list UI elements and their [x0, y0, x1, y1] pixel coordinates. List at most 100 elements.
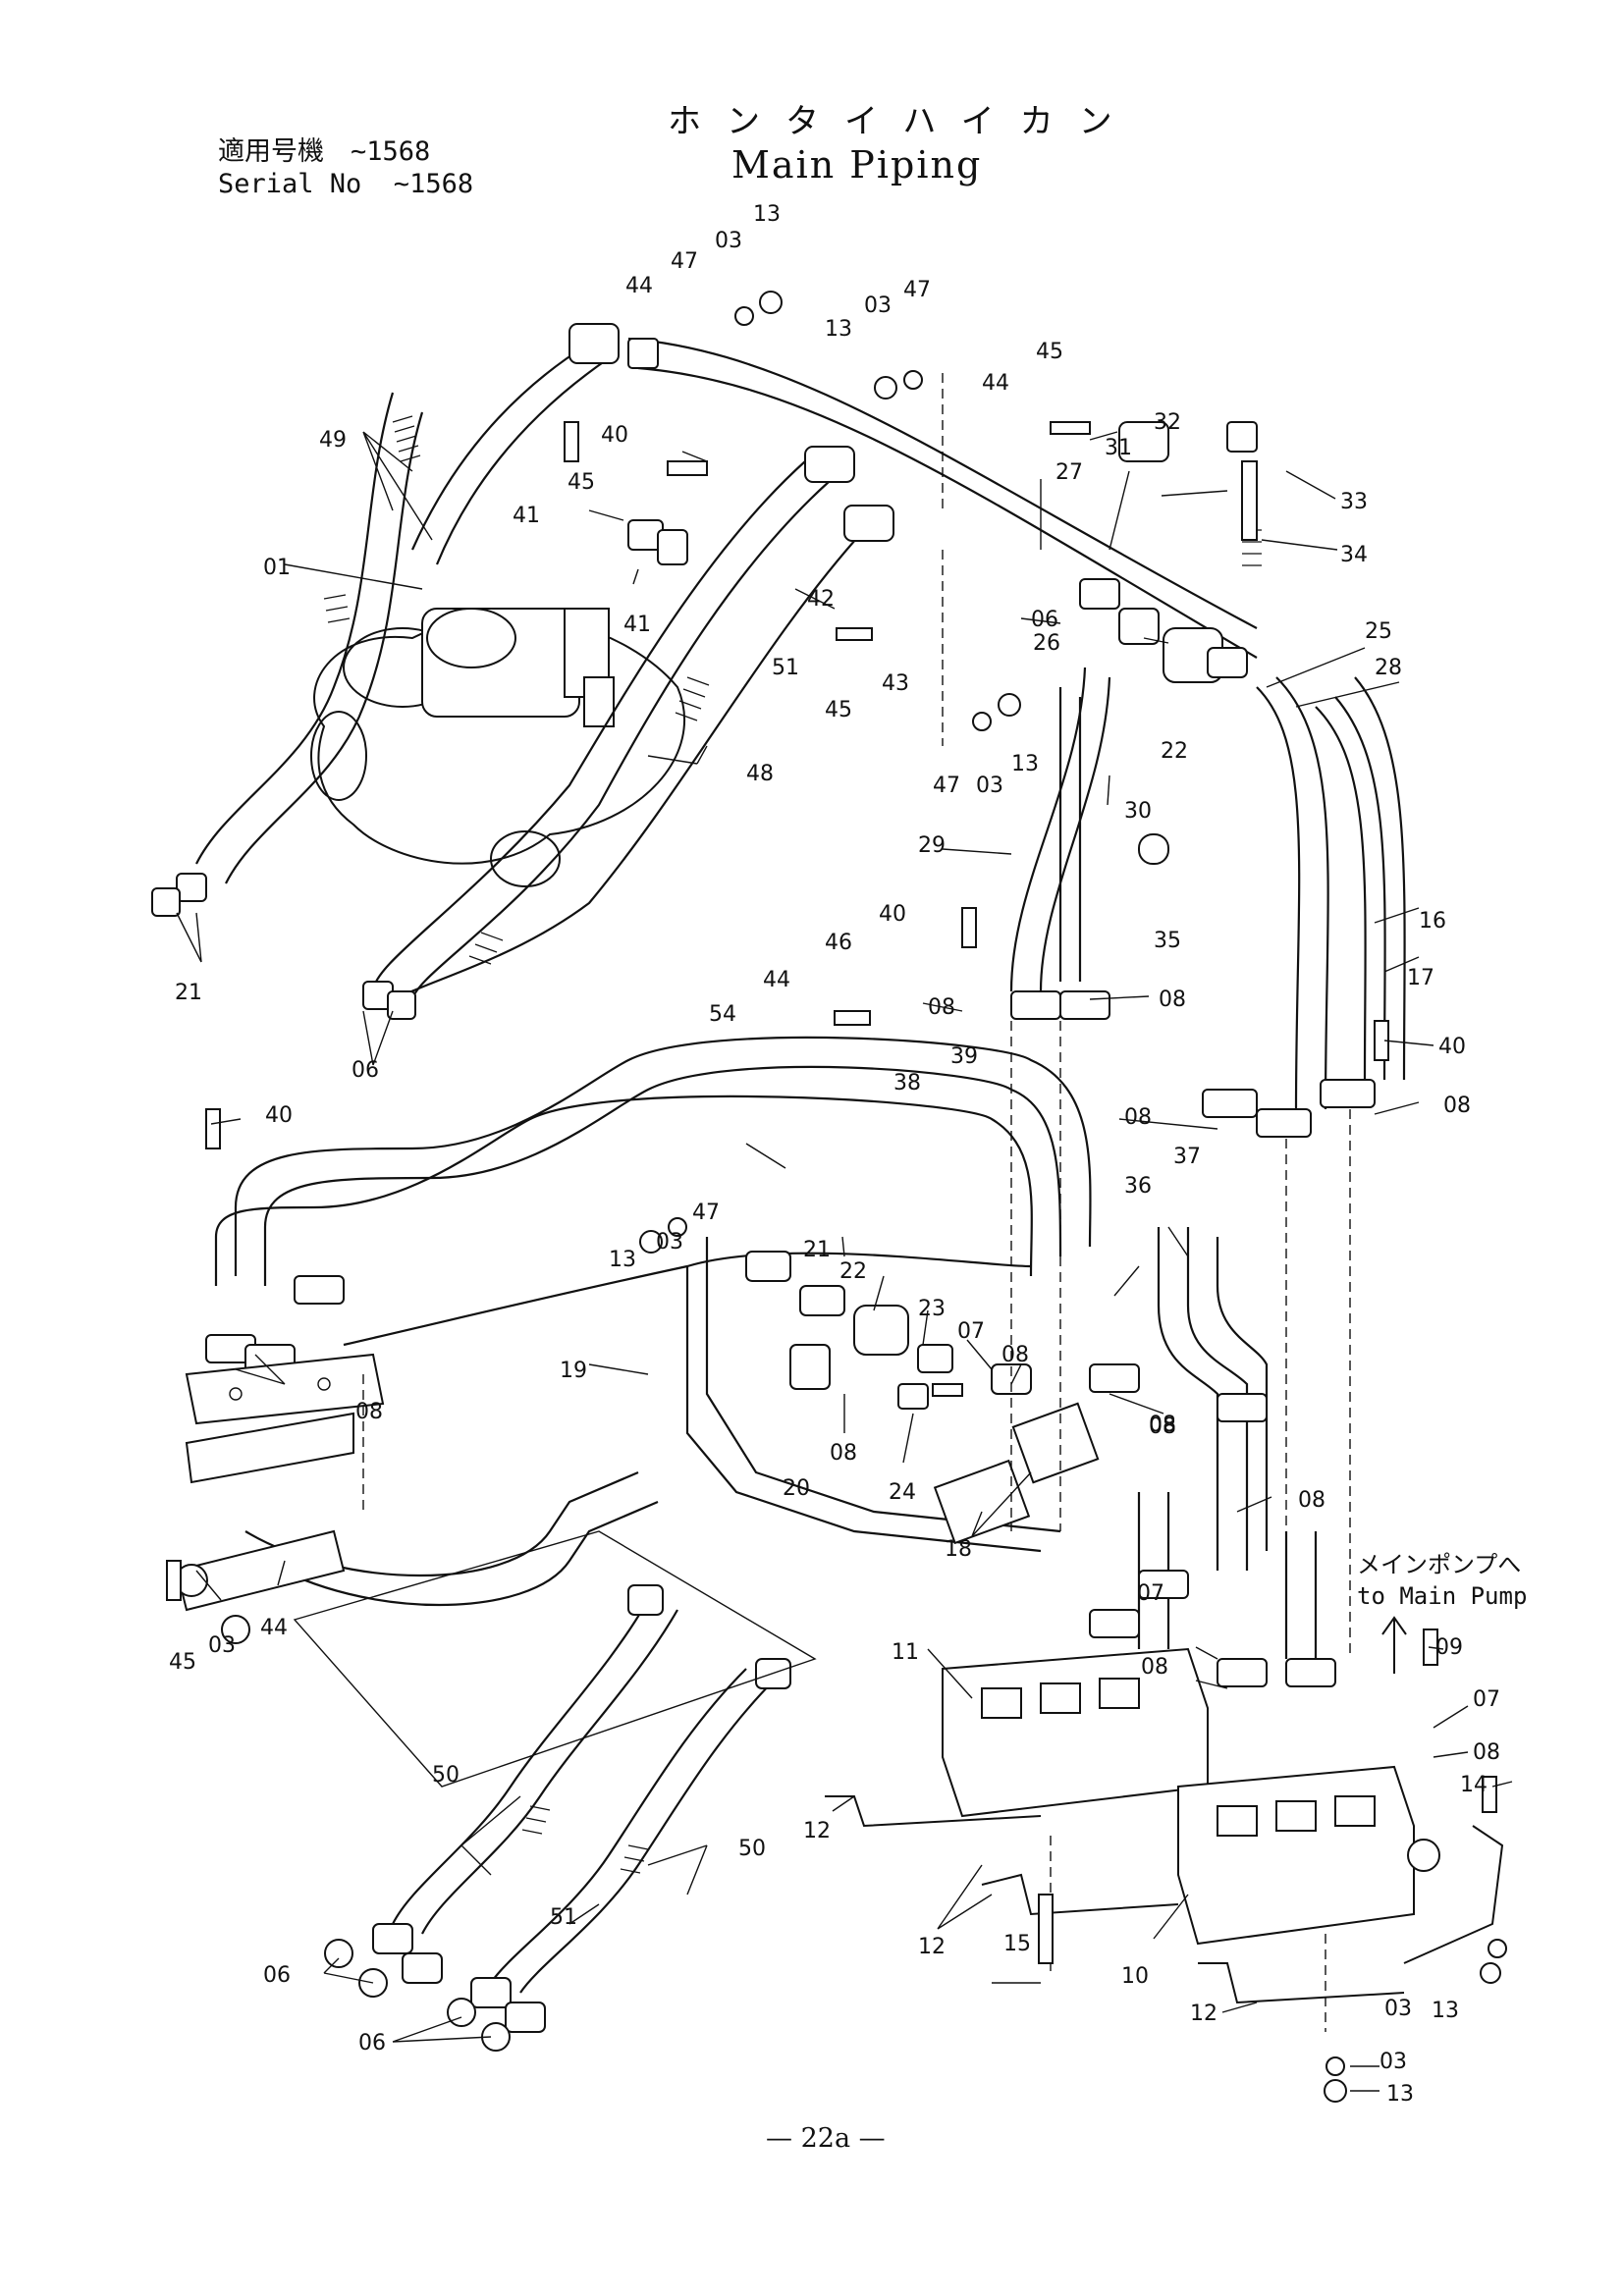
callout-31: 31: [1105, 436, 1132, 460]
dashed-assembly-lines: [362, 373, 1351, 2032]
callout-01: 01: [263, 556, 291, 580]
callout-06: 06: [263, 1963, 291, 1988]
serial-line-jp: 適用号機 ~1568: [218, 136, 431, 167]
callout-03: 03: [208, 1633, 236, 1658]
callout-25: 25: [1365, 619, 1392, 644]
callout-08: 08: [1149, 1413, 1176, 1437]
mounting-brackets: [825, 1795, 1504, 2004]
callout-06: 06: [358, 2031, 386, 2056]
page-number: — 22a —: [766, 2123, 886, 2154]
callout-44: 44: [260, 1616, 288, 1640]
callout-47: 47: [903, 278, 931, 302]
callout-12: 12: [803, 1819, 831, 1843]
callout-37: 37: [1173, 1145, 1201, 1169]
page-title: Main Piping: [731, 143, 983, 187]
serial-range: 適用号機 ~1568 Serial No ~1568: [218, 135, 473, 200]
pump-note-jp: メインポンプへ: [1357, 1551, 1522, 1578]
callout-45: 45: [568, 470, 595, 495]
callout-16: 16: [1419, 909, 1446, 934]
callout-22: 22: [1161, 739, 1188, 764]
callout-08: 08: [1159, 988, 1186, 1012]
serial-line-en: Serial No ~1568: [218, 169, 474, 199]
callout-32: 32: [1154, 410, 1181, 435]
callout-03: 03: [656, 1230, 683, 1255]
callout-03: 03: [976, 774, 1003, 798]
callout-51: 51: [772, 656, 799, 680]
callout-21: 21: [803, 1238, 831, 1262]
callout-13: 13: [1011, 752, 1039, 776]
callout-06: 06: [352, 1058, 379, 1083]
hydraulic-pump-body: [310, 608, 685, 887]
callout-45: 45: [169, 1650, 196, 1675]
callout-08: 08: [1473, 1740, 1500, 1765]
callout-38: 38: [893, 1071, 921, 1095]
pump-direction-arrow: [1381, 1616, 1407, 1674]
lower-hoses: [293, 1530, 817, 2052]
callout-08: 08: [830, 1441, 857, 1466]
callout-43: 43: [882, 671, 909, 696]
callout-18: 18: [945, 1537, 972, 1562]
callout-13: 13: [825, 317, 852, 342]
callout-10: 10: [1121, 1964, 1149, 1989]
bolts-and-nuts: [166, 291, 1507, 2103]
callout-29: 29: [918, 833, 946, 858]
callout-47: 47: [933, 774, 960, 798]
callout-36: 36: [1124, 1174, 1152, 1199]
callout-28: 28: [1375, 656, 1402, 680]
callout-07: 07: [957, 1319, 985, 1344]
callout-12: 12: [1190, 2002, 1217, 2026]
callout-24: 24: [889, 1480, 916, 1505]
callout-08: 08: [1443, 1094, 1471, 1118]
callout-08: 08: [1001, 1343, 1029, 1367]
callout-03: 03: [1380, 2050, 1407, 2074]
to-main-pump-note: メインポンプへ to Main Pump: [1357, 1549, 1527, 1612]
callout-51: 51: [550, 1905, 577, 1930]
control-valve: [942, 1647, 1440, 1946]
callout-44: 44: [763, 968, 790, 992]
callout-54: 54: [709, 1002, 736, 1027]
callout-47: 47: [692, 1201, 720, 1225]
callout-26: 26: [1033, 631, 1060, 656]
callout-50: 50: [738, 1837, 766, 1861]
callout-07: 07: [1473, 1687, 1500, 1712]
callout-48: 48: [746, 762, 774, 786]
hose-hatching: [323, 415, 1262, 1874]
callout-40: 40: [601, 423, 628, 448]
callout-03: 03: [864, 294, 892, 318]
callout-41: 41: [623, 613, 651, 637]
callout-45: 45: [825, 698, 852, 722]
callout-21: 21: [175, 981, 202, 1005]
callout-42: 42: [807, 587, 835, 612]
center-fittings-row: [745, 1251, 1100, 1545]
callout-40: 40: [1438, 1035, 1466, 1059]
callout-34: 34: [1340, 543, 1368, 567]
callout-30: 30: [1124, 799, 1152, 824]
callout-13: 13: [1386, 2082, 1414, 2107]
callout-39: 39: [950, 1044, 978, 1069]
callout-13: 13: [609, 1248, 636, 1272]
callout-22: 22: [839, 1259, 867, 1284]
callout-08: 08: [1141, 1655, 1168, 1680]
callout-08: 08: [1124, 1105, 1152, 1130]
callout-03: 03: [715, 229, 742, 253]
callout-17: 17: [1407, 966, 1434, 990]
callout-44: 44: [982, 371, 1009, 396]
callout-07: 07: [1137, 1581, 1164, 1606]
callout-12: 12: [918, 1935, 946, 1959]
callout-23: 23: [918, 1297, 946, 1321]
callout-numbers: 01 03 03 03 03 03 03 03 06 06 06 06 07 0…: [169, 202, 1500, 2107]
callout-27: 27: [1055, 460, 1083, 485]
manifold-block: [175, 1353, 385, 1644]
pump-note-en: to Main Pump: [1357, 1582, 1528, 1610]
callout-49: 49: [319, 428, 347, 453]
callout-40: 40: [879, 902, 906, 927]
pipe-flanges: [205, 990, 1376, 1687]
callout-45: 45: [1036, 340, 1063, 364]
callout-08: 08: [928, 995, 955, 1020]
callout-35: 35: [1154, 929, 1181, 953]
callout-33: 33: [1340, 490, 1368, 514]
callout-47: 47: [671, 249, 698, 274]
callout-20: 20: [783, 1476, 810, 1501]
fittings-upper: [151, 323, 1258, 1020]
